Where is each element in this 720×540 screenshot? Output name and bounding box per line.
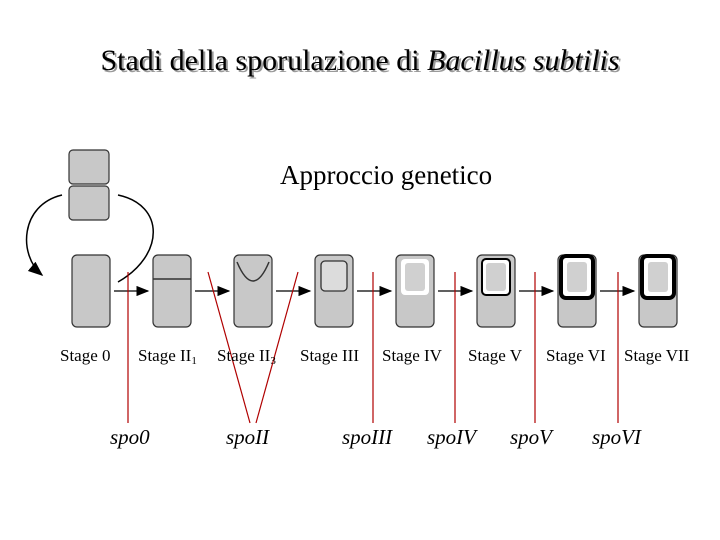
stage-label-0: Stage 0 bbox=[60, 346, 111, 365]
cell-stage-ii3 bbox=[233, 254, 273, 328]
cell-stage-vi bbox=[557, 254, 597, 328]
gene-label-spo0: spo0 bbox=[110, 425, 150, 449]
gene-label-spoIII: spoIII bbox=[342, 425, 393, 449]
stage-label-iv: Stage IV bbox=[382, 346, 442, 365]
gene-label-spoII: spoII bbox=[226, 425, 270, 449]
cell-stage-v bbox=[476, 254, 516, 328]
cell-stage-0 bbox=[71, 254, 111, 328]
title-organism: Bacillus subtilis bbox=[427, 44, 620, 77]
slide-title: Stadi della sporulazione di Bacillus sub… bbox=[0, 44, 720, 78]
stage-label-v: Stage V bbox=[468, 346, 522, 365]
dividing-cell bbox=[68, 149, 110, 221]
gene-label-spoVI: spoVI bbox=[592, 425, 641, 449]
subtitle: Approccio genetico bbox=[280, 160, 493, 190]
stage-label-vi: Stage VI bbox=[546, 346, 606, 365]
cell-stage-iv bbox=[395, 254, 435, 328]
stage-label-iii: Stage III bbox=[300, 346, 360, 365]
cell-stage-iii bbox=[314, 254, 354, 328]
vegetative-cycle-arrow-left bbox=[25, 194, 63, 276]
vegetative-cycle-arrow-right bbox=[117, 194, 154, 283]
title-main: Stadi della sporulazione di bbox=[100, 44, 428, 77]
cell-stage-vii bbox=[638, 254, 678, 328]
stage-cells bbox=[71, 254, 678, 328]
stage-label-ii1: Stage II1 bbox=[138, 346, 197, 367]
gene-label-spoV: spoV bbox=[510, 425, 552, 449]
gene-label-spoIV: spoIV bbox=[427, 425, 476, 449]
stage-label-ii3: Stage II3 bbox=[217, 346, 276, 367]
cell-stage-ii1 bbox=[152, 254, 192, 328]
mutation-block-lines bbox=[127, 271, 619, 424]
stage-label-vii: Stage VII bbox=[624, 346, 690, 365]
